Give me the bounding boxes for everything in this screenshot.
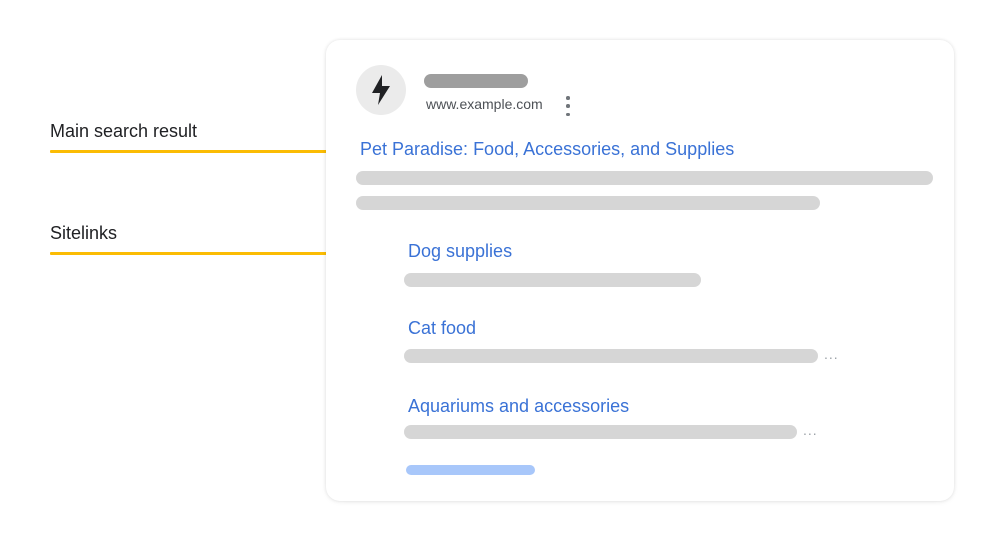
site-favicon[interactable] [356, 65, 406, 115]
result-title-link[interactable]: Pet Paradise: Food, Accessories, and Sup… [360, 139, 735, 159]
sitelink-dog-supplies[interactable]: Dog supplies [408, 241, 513, 261]
more-results-link-placeholder[interactable] [406, 465, 535, 475]
main-result-callout-line [50, 150, 340, 153]
snippet-line-1 [356, 171, 933, 185]
snippet-line-2 [356, 196, 820, 210]
sitelinks-callout-label: Sitelinks [50, 223, 118, 243]
sitelink-aquariums[interactable]: Aquariums and accessories [408, 396, 630, 416]
ellipsis-icon[interactable]: ... [824, 346, 839, 362]
sitelink-cat-food[interactable]: Cat food [408, 318, 477, 338]
main-result-callout-label: Main search result [50, 121, 198, 141]
site-url[interactable]: www.example.com [426, 96, 543, 112]
sitelink-snippet [404, 349, 818, 363]
sitelink-snippet [404, 273, 701, 287]
sitelink-snippet [404, 425, 797, 439]
ellipsis-icon[interactable]: ... [803, 422, 818, 438]
site-name-placeholder [424, 74, 528, 88]
lightning-bolt-icon [372, 75, 390, 105]
more-vert-icon[interactable] [562, 96, 574, 116]
sitelinks-callout-line [50, 252, 390, 255]
search-result-card: www.example.com Pet Paradise: Food, Acce… [326, 40, 954, 501]
